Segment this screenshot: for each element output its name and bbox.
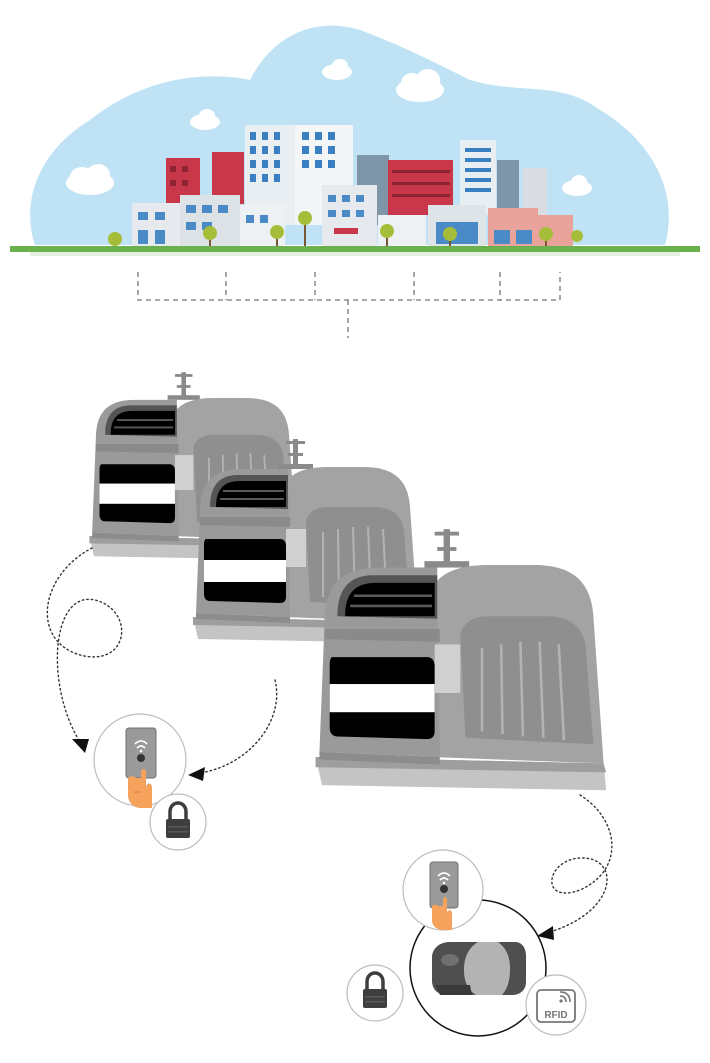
lock-icon: [363, 971, 387, 1008]
ground: [10, 246, 700, 252]
rfid-icon: RFID: [536, 989, 576, 1023]
rfid-label: RFID: [544, 1010, 567, 1021]
dotted-arrows: [46, 547, 613, 933]
cloud: [396, 69, 444, 102]
tower-windows: [170, 132, 491, 197]
cloud: [66, 164, 114, 195]
card-icon: [125, 727, 157, 808]
arrowheads: [72, 739, 554, 940]
front-windows: [138, 195, 532, 244]
cloud: [190, 109, 220, 130]
card-icon: [429, 861, 459, 930]
cloud: [562, 175, 592, 196]
right-rfid-group: RFID: [346, 849, 587, 1037]
reader-icon: [432, 942, 526, 995]
lock-icon: [166, 801, 190, 838]
network-connector: [137, 272, 561, 338]
clouds: [66, 59, 592, 196]
ground-shadow: [30, 252, 680, 256]
left-access-group: [93, 713, 207, 851]
city-skyline: [10, 25, 700, 256]
cloud: [322, 59, 352, 80]
trees: [108, 211, 583, 249]
